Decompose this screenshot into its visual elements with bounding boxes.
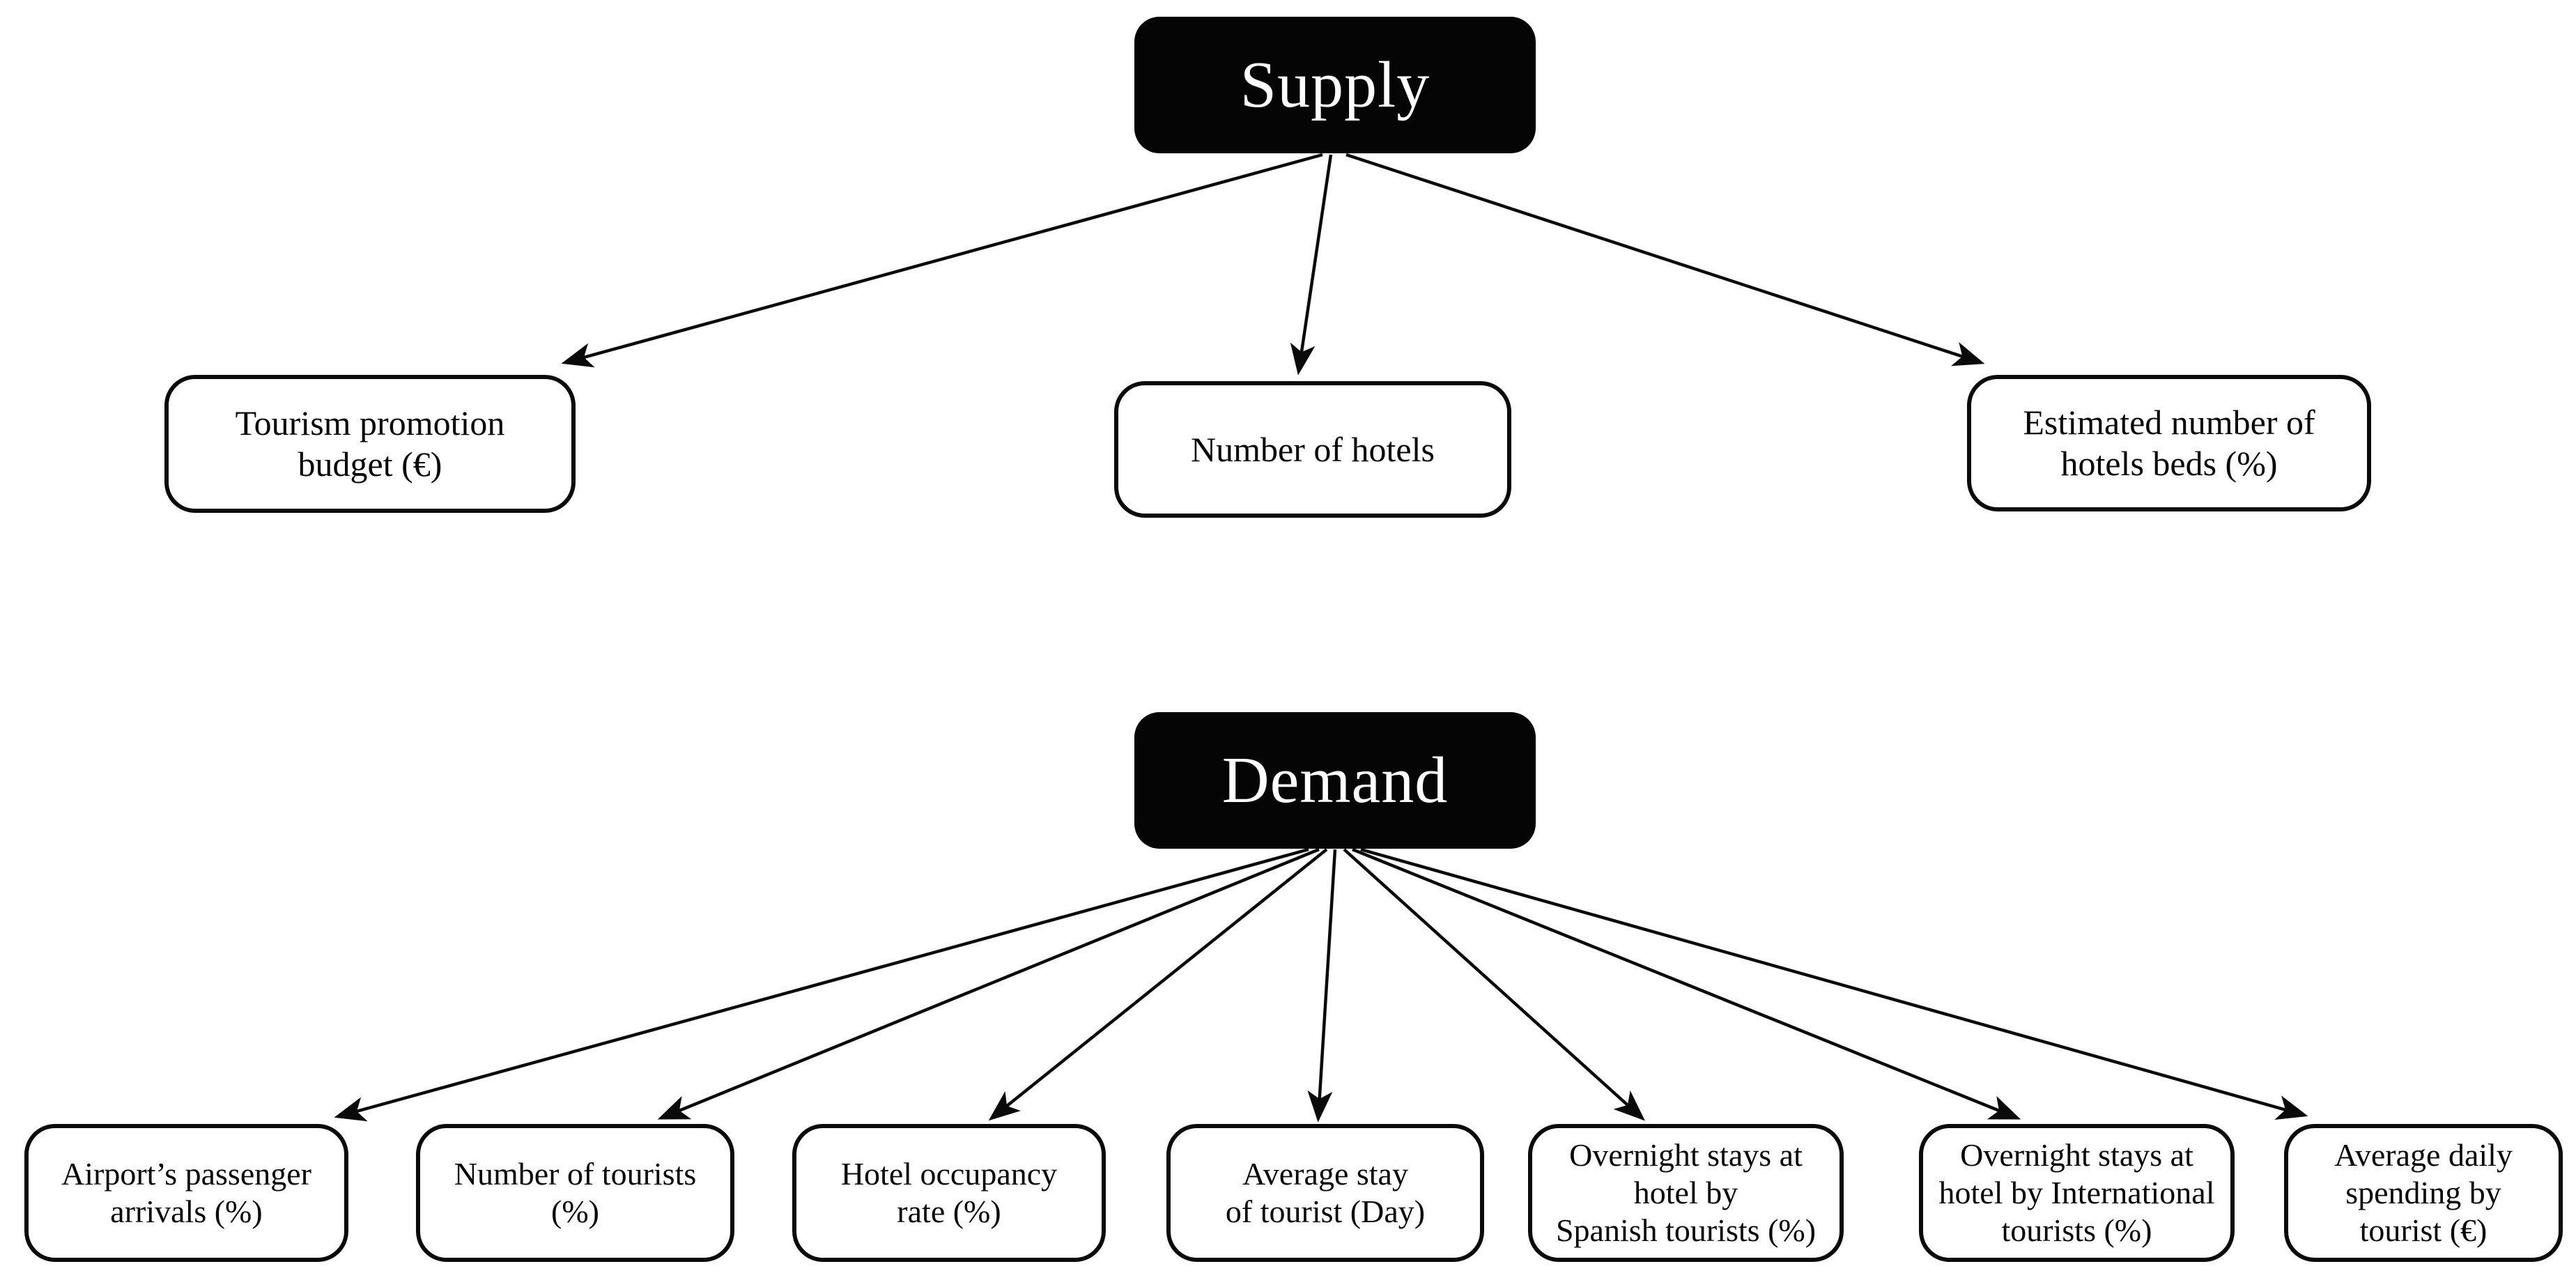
leaf-line: (%) bbox=[551, 1194, 599, 1229]
leaf-line: Average daily bbox=[2334, 1136, 2513, 1173]
leaf-line: arrivals (%) bbox=[110, 1194, 263, 1229]
leaf-line: Tourism promotion bbox=[235, 403, 505, 442]
leaf-line: Number of tourists bbox=[454, 1155, 697, 1192]
leaf-line: Estimated number of bbox=[2023, 403, 2315, 442]
leaf-line: tourists (%) bbox=[2001, 1212, 2152, 1249]
supply-node: Supply bbox=[1134, 17, 1536, 153]
leaf-line: budget (€) bbox=[298, 445, 442, 484]
arrow-supply-to-hotels bbox=[1290, 154, 1333, 376]
leaf-line: spending by bbox=[2345, 1174, 2501, 1210]
leaf-number-of-hotels: Number of hotels bbox=[1114, 381, 1511, 518]
leaf-number-of-tourists: Number of tourists (%) bbox=[416, 1124, 734, 1262]
leaf-line: Hotel occupancy bbox=[840, 1155, 1058, 1192]
demand-node-label: Demand bbox=[1221, 744, 1449, 817]
leaf-line: Average stay bbox=[1242, 1155, 1408, 1192]
arrow-demand-to-spanish bbox=[1343, 848, 1646, 1121]
demand-node: Demand bbox=[1134, 712, 1536, 849]
leaf-line: Overnight stays at bbox=[1960, 1136, 2193, 1173]
leaf-average-stay: Average stay of tourist (Day) bbox=[1166, 1124, 1484, 1262]
leaf-line: rate (%) bbox=[897, 1194, 1001, 1229]
leaf-tourism-promotion-budget: Tourism promotion budget (€) bbox=[164, 375, 576, 513]
arrow-supply-to-budget bbox=[561, 153, 1323, 368]
leaf-line: Airport’s passenger bbox=[61, 1155, 311, 1192]
arrow-demand-to-tourists bbox=[657, 847, 1320, 1120]
arrow-demand-to-occupancy bbox=[988, 848, 1328, 1121]
leaf-hotel-occupancy-rate: Hotel occupancy rate (%) bbox=[792, 1124, 1106, 1262]
leaf-line: hotels beds (%) bbox=[2060, 444, 2278, 483]
arrow-demand-to-spending bbox=[1360, 847, 2308, 1120]
leaf-line: hotel by International bbox=[1938, 1174, 2215, 1210]
supply-node-label: Supply bbox=[1240, 49, 1430, 121]
arrow-supply-to-beds bbox=[1345, 153, 1985, 367]
arrow-demand-to-stay bbox=[1307, 849, 1337, 1123]
leaf-average-daily-spending: Average daily spending by tourist (€) bbox=[2284, 1124, 2563, 1262]
arrow-demand-to-airport bbox=[334, 847, 1309, 1122]
leaf-line: tourist (€) bbox=[2359, 1212, 2488, 1249]
leaf-line: Number of hotels bbox=[1191, 429, 1435, 469]
leaf-estimated-hotel-beds: Estimated number of hotels beds (%) bbox=[1967, 375, 2371, 511]
arrow-demand-to-international bbox=[1352, 847, 2021, 1120]
leaf-airport-passenger-arrivals: Airport’s passenger arrivals (%) bbox=[24, 1124, 348, 1262]
leaf-line: Overnight stays at bbox=[1569, 1136, 1803, 1173]
leaf-overnight-spanish-tourists: Overnight stays at hotel by Spanish tour… bbox=[1528, 1124, 1844, 1262]
leaf-line: of tourist (Day) bbox=[1225, 1194, 1426, 1229]
leaf-line: hotel by bbox=[1633, 1174, 1738, 1210]
leaf-line: Spanish tourists (%) bbox=[1555, 1212, 1817, 1249]
leaf-overnight-international-tourists: Overnight stays at hotel by Internationa… bbox=[1919, 1124, 2235, 1262]
